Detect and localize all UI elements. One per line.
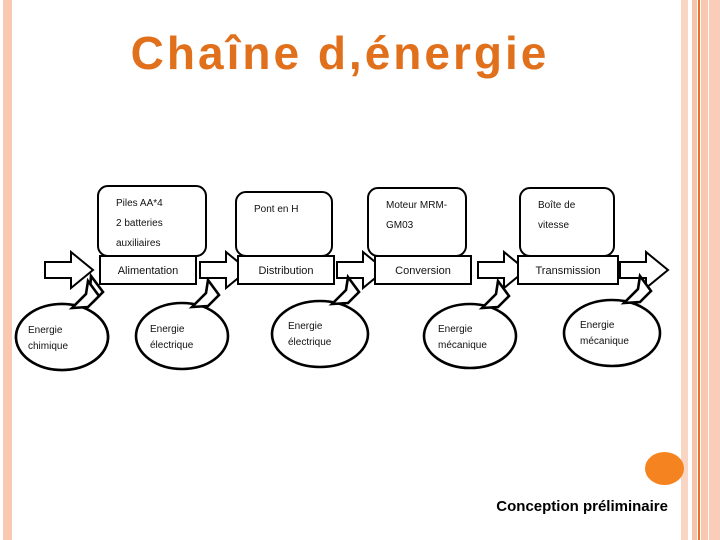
decorative-stripe-left [3, 0, 12, 540]
callout-alimentation: Piles AA*4 2 batteries auxiliaires [97, 185, 207, 277]
accent-circle [645, 452, 684, 485]
callout-transmission-line-2: vitesse [538, 220, 570, 231]
energy-bubble-electrique-2-line-1: Energie [288, 321, 323, 332]
decorative-stripe-right-1 [681, 0, 688, 540]
energy-bubble-chimique: Energie chimique [14, 272, 110, 372]
energy-bubble-electrique-2-line-2: électrique [288, 337, 332, 348]
decorative-stripe-right-4 [701, 0, 708, 540]
box-distribution: Distribution [237, 255, 335, 285]
energy-bubble-electrique-1: Energie électrique [134, 276, 230, 371]
callout-alimentation-line-3: auxiliaires [116, 238, 160, 249]
energy-bubble-electrique-1-line-2: électrique [150, 340, 194, 351]
decorative-stripe-right-3 [698, 0, 700, 540]
decorative-stripe-right-5 [709, 0, 720, 540]
slide-title: Chaîne d,énergie [130, 27, 550, 79]
energy-bubble-mecanique-1-line-2: mécanique [438, 340, 487, 351]
callout-distribution-line-1: Pont en H [254, 204, 298, 215]
energy-bubble-chimique-line-2: chimique [28, 341, 68, 352]
callout-conversion: Moteur MRM- GM03 [367, 187, 467, 277]
energy-bubble-mecanique-2: Energie mécanique [562, 272, 662, 368]
footer-caption: Conception préliminaire [496, 498, 668, 515]
energy-bubble-electrique-1-line-1: Energie [150, 324, 185, 335]
energy-bubble-mecanique-1-line-1: Energie [438, 324, 473, 335]
energy-chain-diagram: Piles AA*4 2 batteries auxiliaires Pont … [0, 150, 690, 395]
flow-arrow-1 [44, 249, 95, 291]
callout-conversion-line-1: Moteur MRM- [386, 200, 447, 211]
box-conversion-label: Conversion [395, 265, 451, 277]
callout-conversion-line-2: GM03 [386, 220, 414, 231]
callout-alimentation-line-1: Piles AA*4 [116, 198, 163, 209]
box-alimentation-label: Alimentation [118, 265, 179, 277]
energy-bubble-chimique-line-1: Energie [28, 325, 63, 336]
energy-bubble-mecanique-2-line-2: mécanique [580, 336, 629, 347]
energy-bubble-electrique-2: Energie électrique [270, 273, 370, 369]
box-alimentation: Alimentation [99, 255, 197, 285]
flow-arrow-4 [477, 249, 528, 291]
callout-alimentation-line-2: 2 batteries [116, 218, 163, 229]
callout-transmission-line-1: Boîte de [538, 200, 576, 211]
box-transmission: Transmission [517, 255, 619, 285]
box-distribution-label: Distribution [258, 265, 313, 277]
box-conversion: Conversion [374, 255, 472, 285]
energy-bubble-mecanique-1: Energie mécanique [422, 277, 518, 370]
decorative-stripe-right-2 [692, 0, 697, 540]
energy-bubble-mecanique-2-line-1: Energie [580, 320, 615, 331]
box-transmission-label: Transmission [536, 265, 601, 277]
flow-arrow-5 [619, 249, 670, 291]
